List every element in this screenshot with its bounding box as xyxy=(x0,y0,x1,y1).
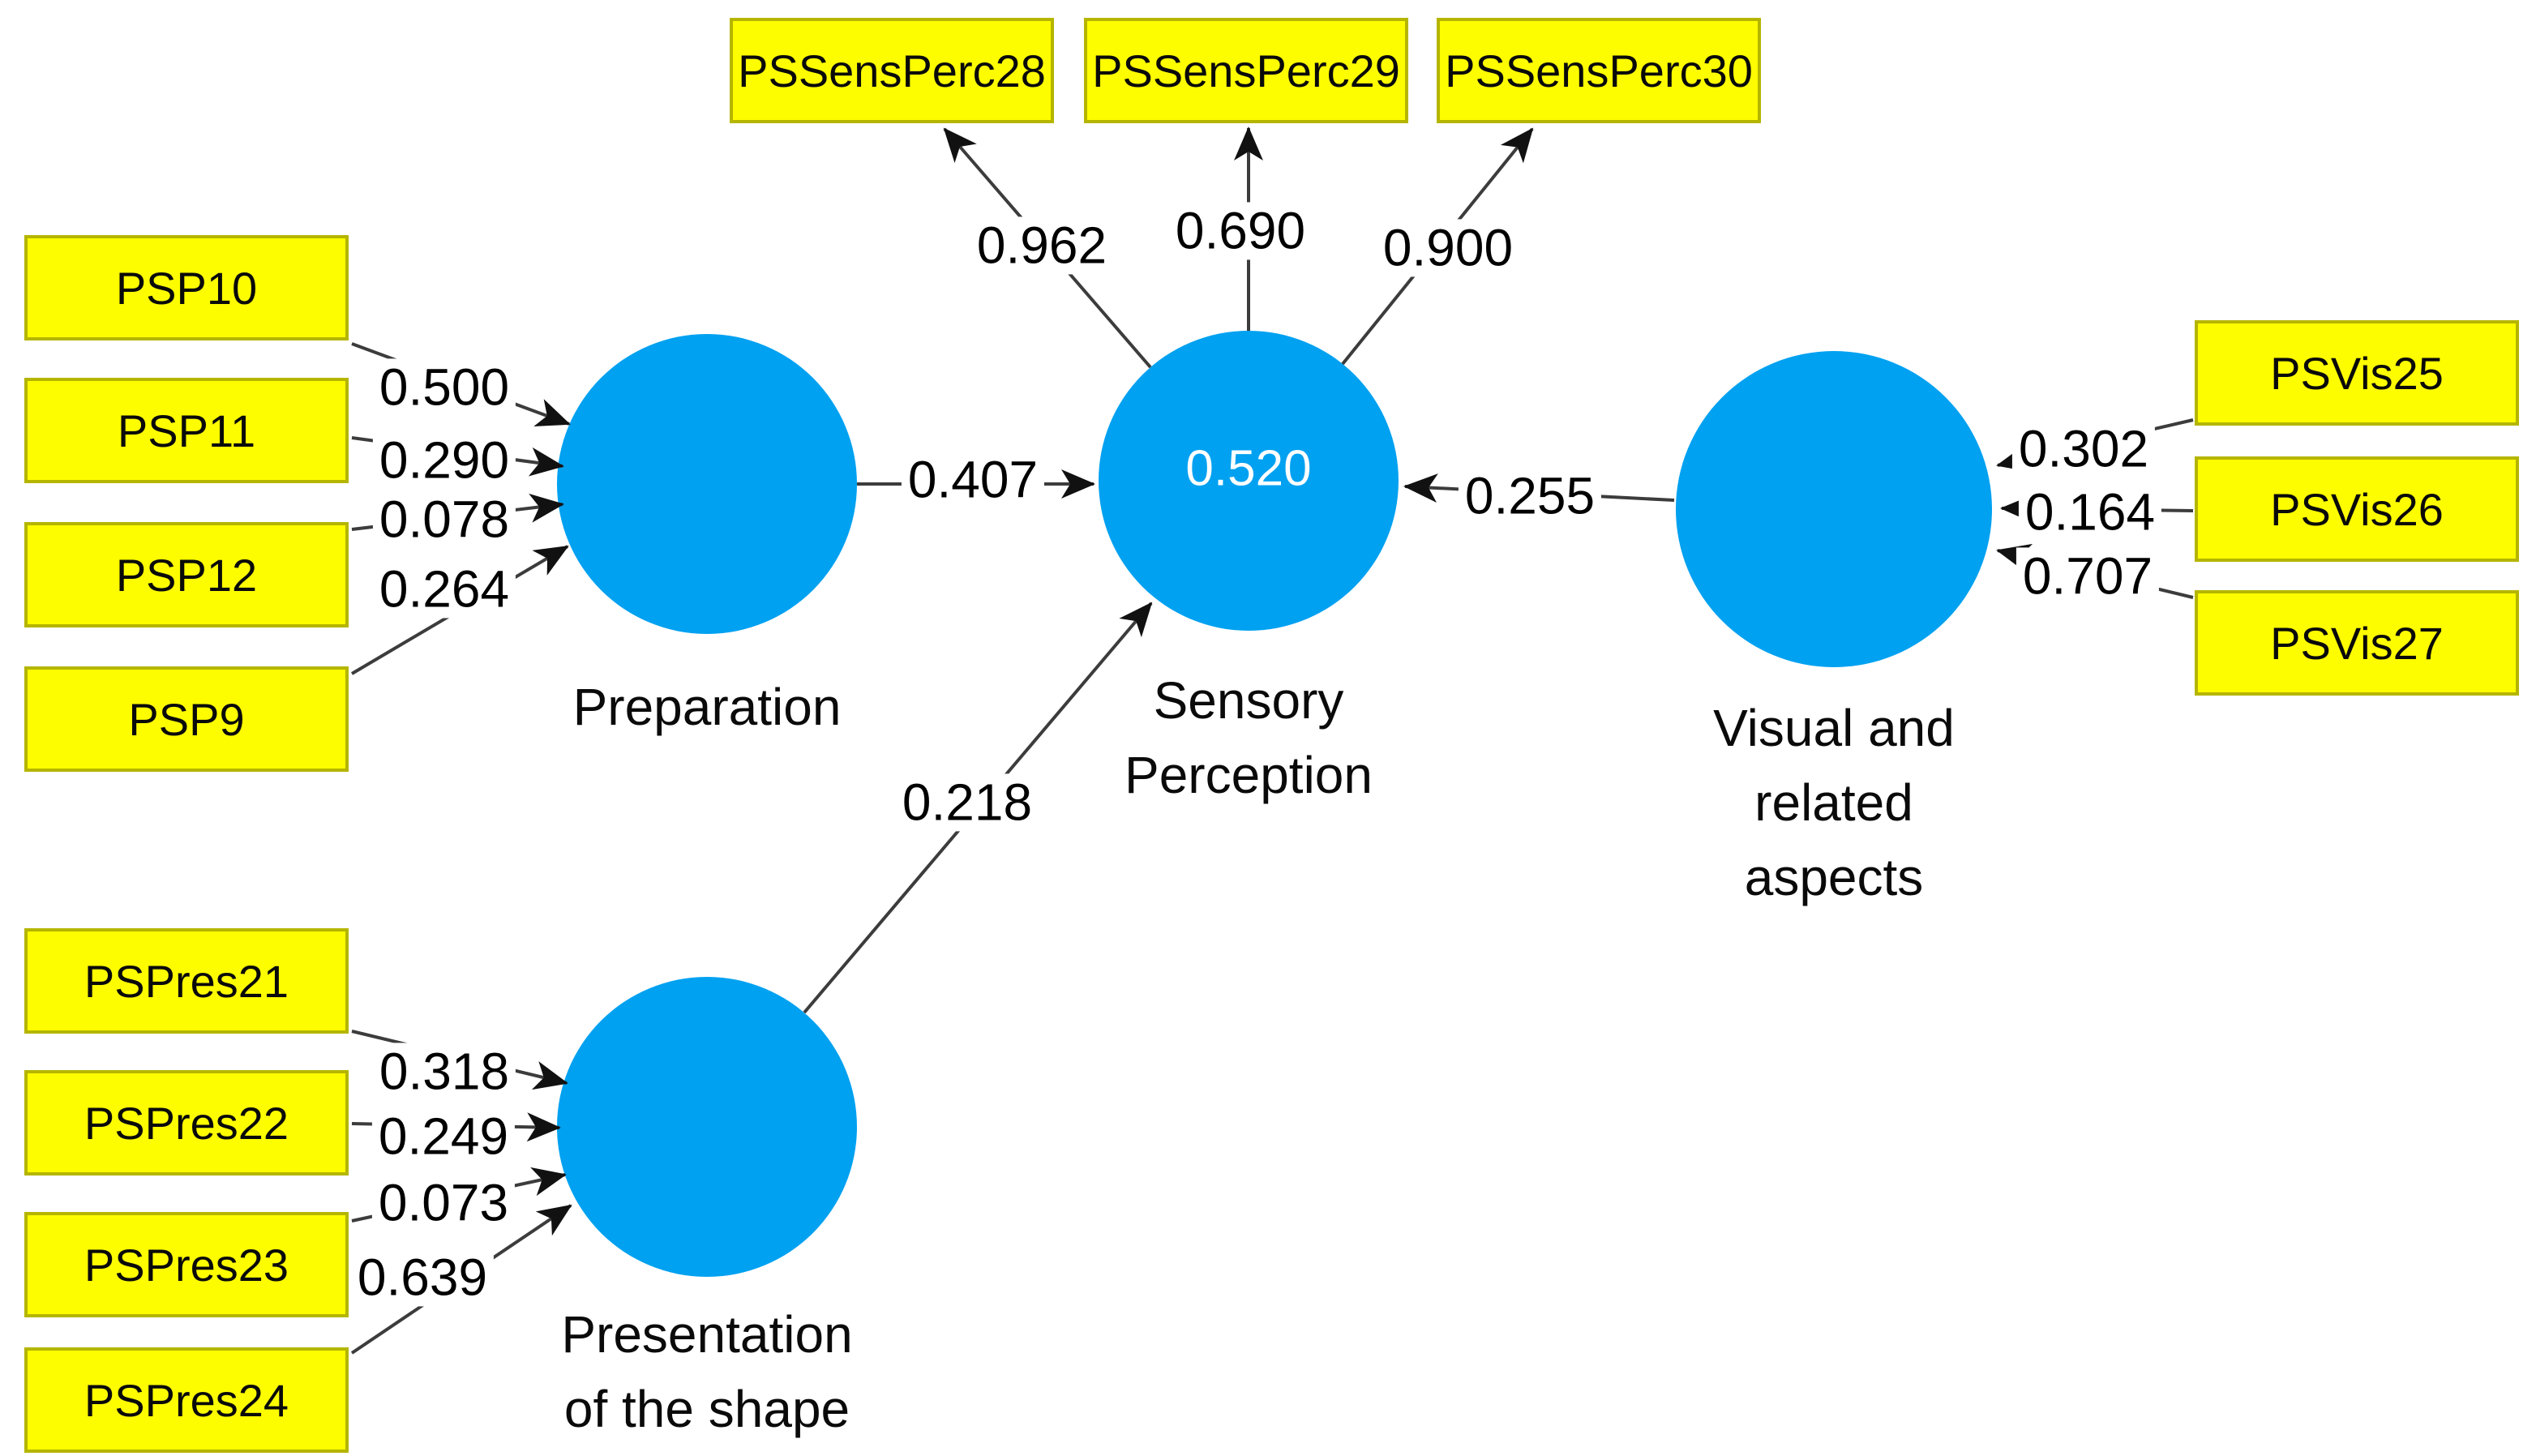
loading-label-pspres24: 0.639 xyxy=(350,1248,495,1307)
loading-label-psp12: 0.078 xyxy=(372,490,516,549)
indicator-box-psp10: PSP10 xyxy=(24,235,349,340)
loading-label-pspres22: 0.249 xyxy=(371,1107,516,1166)
indicator-box-pspres23: PSPres23 xyxy=(24,1212,349,1317)
indicator-box-pssensperc30: PSSensPerc30 xyxy=(1437,18,1761,123)
r2-value-sensory-perception: 0.520 xyxy=(1185,440,1312,497)
loading-label-pssensperc30: 0.900 xyxy=(1376,219,1520,277)
loading-label-psp10: 0.500 xyxy=(372,358,516,417)
loading-label-psp11: 0.290 xyxy=(372,431,516,490)
indicator-box-pspres24: PSPres24 xyxy=(24,1347,349,1453)
construct-circle-sensory-perception xyxy=(1099,331,1399,631)
indicator-box-pssensperc28: PSSensPerc28 xyxy=(730,18,1054,123)
indicator-box-pspres21: PSPres21 xyxy=(24,928,349,1034)
loading-label-psp9: 0.264 xyxy=(372,560,516,619)
path-coefficient-visual-sensory: 0.255 xyxy=(1458,467,1602,525)
loading-label-pssensperc28: 0.962 xyxy=(970,216,1114,275)
construct-circle-preparation xyxy=(557,334,857,634)
construct-label-sensory-perception: Sensory Perception xyxy=(1124,671,1373,804)
path-coefficient-presentation-sensory: 0.218 xyxy=(895,773,1039,832)
loading-label-pssensperc29: 0.690 xyxy=(1168,202,1313,260)
construct-label-presentation-of-the-shape: Presentation of the shape xyxy=(561,1305,853,1438)
loading-label-pspres21: 0.318 xyxy=(372,1043,516,1101)
indicator-box-pssensperc29: PSSensPerc29 xyxy=(1084,18,1408,123)
indicator-box-psvis25: PSVis25 xyxy=(2195,320,2519,426)
loading-label-psvis27: 0.707 xyxy=(2016,547,2160,606)
indicator-box-psp11: PSP11 xyxy=(24,378,349,483)
construct-circle-presentation-of-the-shape xyxy=(557,977,857,1277)
indicator-box-psvis26: PSVis26 xyxy=(2195,456,2519,562)
construct-label-preparation: Preparation xyxy=(572,678,842,736)
indicator-box-psp9: PSP9 xyxy=(24,666,349,772)
loading-label-pspres23: 0.073 xyxy=(371,1174,516,1232)
loading-label-psvis26: 0.164 xyxy=(2018,483,2162,542)
indicator-box-psvis27: PSVis27 xyxy=(2195,590,2519,696)
indicator-box-pspres22: PSPres22 xyxy=(24,1070,349,1176)
indicator-box-psp12: PSP12 xyxy=(24,522,349,627)
construct-circle-visual-related-aspects xyxy=(1676,351,1992,667)
loading-label-psvis25: 0.302 xyxy=(2011,420,2156,478)
construct-label-visual-related-aspects: Visual and related aspects xyxy=(1713,699,1955,906)
path-coefficient-preparation-sensory: 0.407 xyxy=(901,451,1045,509)
